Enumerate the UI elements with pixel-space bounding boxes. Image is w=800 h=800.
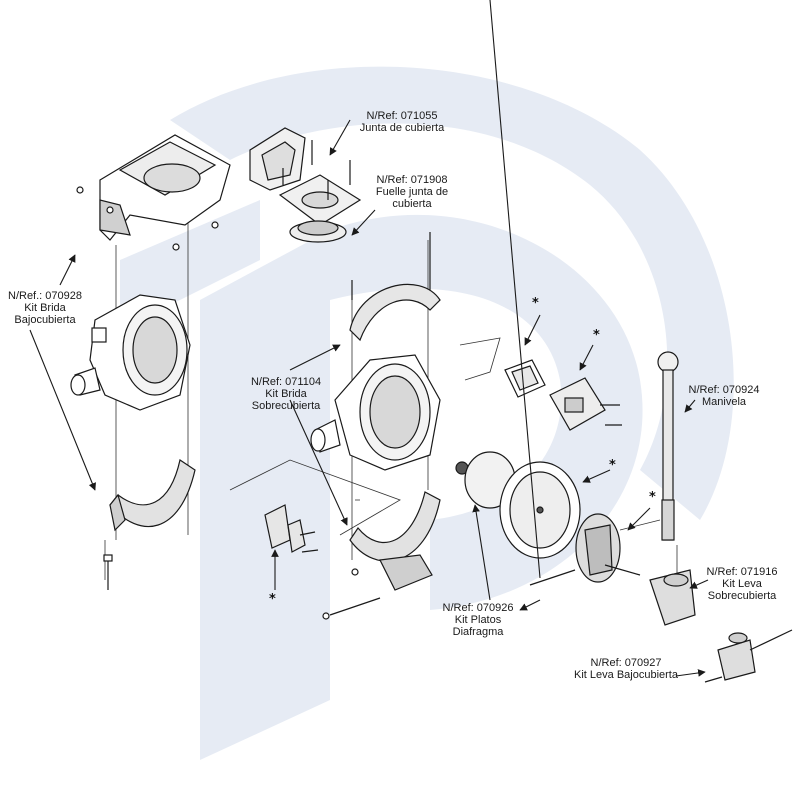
ref-code: N/Ref: 071104 (250, 376, 322, 388)
label-manivela: N/Ref: 070924 Manivela (688, 384, 760, 408)
gasket-parts (264, 359, 622, 553)
manivela-handle (657, 351, 679, 541)
label-kit-leva-sobrecubierta: N/Ref: 071916 Kit Leva Sobrecubierta (706, 566, 778, 602)
label-fuelle-junta: N/Ref: 071908 Fuelle junta de cubierta (372, 174, 452, 210)
ref-code: N/Ref: 070924 (688, 384, 760, 396)
bajocubierta-lower-clamp (103, 459, 196, 590)
leva-sobrecubierta-part (649, 569, 696, 626)
sobrecubierta-flange-body (310, 354, 441, 471)
part-name-line1: Kit Platos (454, 614, 502, 626)
part-name-line2: Sobrecubierta (707, 590, 777, 602)
ref-code: N/Ref: 070927 (590, 657, 662, 669)
asterisk-marker: * (609, 458, 616, 473)
asterisk-marker: * (532, 296, 539, 311)
diaphragm-plates (455, 451, 581, 559)
part-name-line2: Diafragma (452, 626, 504, 638)
ref-code: N/Ref: 071908 (376, 174, 448, 186)
sobrecubierta-lower-clamp (322, 491, 441, 620)
sobrecubierta-upper-clamp (349, 232, 441, 342)
fuelle-junta-part (278, 174, 362, 243)
asterisk-marker: * (649, 490, 656, 505)
leva-bajocubierta-part (704, 629, 793, 683)
asterisk-marker: * (269, 592, 276, 607)
ref-code: N/Ref: 071055 (366, 110, 438, 122)
part-name-line1: Kit Brida (24, 302, 66, 314)
pointer-arrows (29, 0, 709, 677)
part-name-line1: Kit Leva (722, 578, 762, 590)
part-name-line2: Bajocubierta (14, 314, 76, 326)
part-name-line2: cubierta (392, 198, 432, 210)
label-kit-leva-bajocubierta: N/Ref: 070927 Kit Leva Bajocubierta (574, 657, 678, 681)
part-name-line2: Sobrecubierta (251, 400, 321, 412)
ref-code: N/Ref: 070926 (442, 602, 514, 614)
part-name-line1: Kit Leva Bajocubierta (574, 669, 678, 681)
part-name-line1: Manivela (701, 396, 747, 408)
part-name-line1: Junta de cubierta (359, 122, 445, 134)
ref-code: N/Ref.: 070928 (8, 290, 82, 302)
ref-code: N/Ref: 071916 (706, 566, 778, 578)
bajocubierta-top-bracket (76, 134, 231, 251)
label-junta-cubierta: N/Ref: 071055 Junta de cubierta (356, 110, 448, 134)
cam-disc (529, 513, 641, 586)
label-kit-platos-diafragma: N/Ref: 070926 Kit Platos Diafragma (440, 602, 516, 638)
label-kit-brida-sobrecubierta: N/Ref: 071104 Kit Brida Sobrecubierta (246, 376, 326, 412)
part-name-line1: Kit Brida (265, 388, 307, 400)
part-name-line1: Fuelle junta de (375, 186, 449, 198)
asterisk-marker: * (593, 328, 600, 343)
bajocubierta-flange-body (70, 294, 191, 411)
label-kit-brida-bajocubierta: N/Ref.: 070928 Kit Brida Bajocubierta (6, 290, 84, 326)
junta-cubierta-part (249, 127, 351, 191)
